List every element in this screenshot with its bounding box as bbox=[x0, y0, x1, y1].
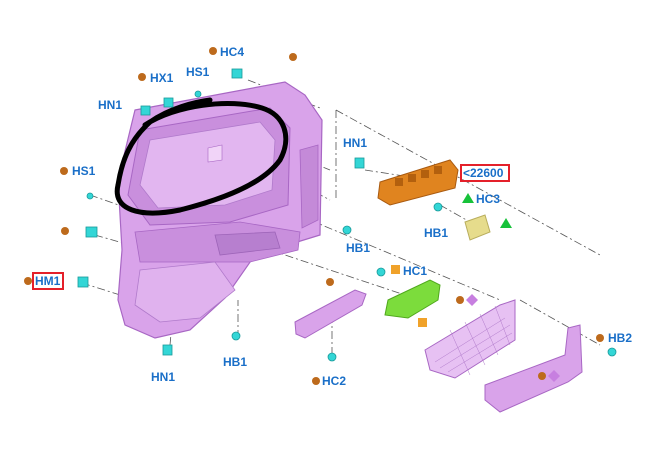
purple-diamond-markers bbox=[466, 294, 560, 382]
label-hs1-top: HS1 bbox=[186, 65, 210, 79]
green-pull-handle bbox=[384, 279, 441, 319]
label-hc2: HC2 bbox=[322, 374, 346, 388]
label-hs1-left: HS1 bbox=[72, 164, 96, 178]
fastener-clip-icon bbox=[231, 68, 243, 79]
fastener-clip-icon bbox=[376, 267, 386, 277]
orange-square-markers bbox=[391, 265, 427, 327]
brown-dot-icon bbox=[538, 372, 546, 380]
fastener-clip-icon bbox=[86, 192, 94, 200]
label-part-number: <22600 bbox=[463, 166, 504, 180]
fastener-clip-icon bbox=[433, 202, 443, 212]
label-hm1: HM1 bbox=[35, 274, 61, 288]
fastener-clip-icon bbox=[85, 226, 98, 238]
label-hc4: HC4 bbox=[220, 45, 244, 59]
fasteners bbox=[77, 68, 617, 362]
label-hb1-mid: HB1 bbox=[346, 241, 370, 255]
brown-dot-icon bbox=[61, 227, 69, 235]
brown-dot-icon bbox=[312, 377, 320, 385]
purple-diamond-icon bbox=[548, 370, 560, 382]
brown-dot-icon bbox=[326, 278, 334, 286]
fastener-clip-icon bbox=[231, 331, 241, 341]
fastener-clip-icon bbox=[77, 276, 89, 288]
brown-dot-icon bbox=[209, 47, 217, 55]
green-triangle-icon bbox=[462, 193, 474, 203]
fastener-clip-icon bbox=[194, 90, 202, 98]
orange-square-icon bbox=[391, 265, 400, 274]
fastener-clip-icon bbox=[327, 352, 337, 362]
armrest-strip bbox=[294, 289, 367, 339]
fastener-clip-icon bbox=[354, 157, 365, 169]
fastener-clip-icon bbox=[163, 97, 174, 108]
beige-trim-piece bbox=[464, 214, 491, 241]
fastener-clip-icon bbox=[140, 105, 151, 116]
label-hn1-top: HN1 bbox=[98, 98, 122, 112]
hm1-highlight-box bbox=[32, 272, 64, 290]
purple-diamond-icon bbox=[466, 294, 478, 306]
label-hn1-right: HN1 bbox=[343, 136, 367, 150]
switch-bezel-part bbox=[377, 159, 459, 206]
brown-dot-icon bbox=[456, 296, 464, 304]
green-triangle-markers bbox=[462, 193, 512, 228]
label-hb1-right: HB1 bbox=[424, 226, 448, 240]
brown-dot-icon bbox=[596, 334, 604, 342]
label-hc1: HC1 bbox=[403, 264, 427, 278]
callout-labels: HC4 HX1 HS1 HN1 HN1 <22600 HS1 HC3 HB1 H… bbox=[35, 45, 632, 388]
brown-dot-icon bbox=[60, 167, 68, 175]
label-hb2: HB2 bbox=[608, 331, 632, 345]
part-number-highlight-box bbox=[460, 164, 510, 182]
door-trim-panel bbox=[117, 81, 323, 339]
brown-dot-icon bbox=[289, 53, 297, 61]
brown-dot-icon bbox=[138, 73, 146, 81]
green-triangle-icon bbox=[500, 218, 512, 228]
brown-dot-markers bbox=[24, 47, 604, 385]
label-hn1-bottom: HN1 bbox=[151, 370, 175, 384]
label-hb1-bottom: HB1 bbox=[223, 355, 247, 369]
brown-dot-icon bbox=[24, 277, 32, 285]
fastener-clip-icon bbox=[342, 225, 352, 235]
orange-square-icon bbox=[418, 318, 427, 327]
label-hx1: HX1 bbox=[150, 71, 174, 85]
fastener-clip-icon bbox=[607, 347, 617, 357]
map-pocket-mesh bbox=[424, 299, 516, 379]
l-bracket-part bbox=[484, 324, 583, 413]
black-annotation-loop bbox=[114, 97, 289, 216]
label-hc3: HC3 bbox=[476, 192, 500, 206]
fastener-clip-icon bbox=[162, 344, 173, 356]
